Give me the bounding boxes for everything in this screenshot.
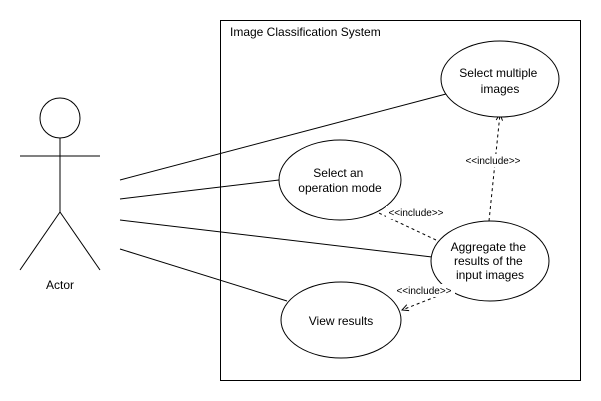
association-aggregate (119, 219, 433, 258)
use-case-select-multiple-label: Select multiple images (459, 66, 540, 96)
actor-left-leg (19, 211, 61, 271)
actor-label: Actor (46, 278, 74, 292)
use-case-aggregate-label: Aggregate the results of the input image… (451, 240, 530, 282)
use-case-view-results-label: View results (309, 314, 373, 328)
include-label-bg-select-mode (386, 206, 446, 219)
use-case-view-results (280, 281, 402, 359)
include-label-bg-select-multiple (462, 154, 524, 167)
association-select-mode (119, 179, 280, 200)
include-label-bg-view-results (393, 284, 455, 297)
system-boundary (220, 20, 581, 381)
include-arrow-select-multiple (488, 114, 500, 222)
actor-figure (19, 97, 101, 271)
use-case-select-operation-mode (278, 139, 402, 221)
system-title: Image Classification System (230, 25, 381, 39)
use-case-aggregate-results (430, 220, 550, 302)
actor-right-leg (59, 211, 101, 271)
include-label-select-multiple: <<include>> (465, 156, 520, 167)
include-label-view-results: <<include>> (396, 286, 451, 297)
use-case-select-multiple-images (440, 40, 560, 118)
actor-head (39, 97, 81, 139)
association-view-results (119, 248, 288, 302)
include-label-select-mode: <<include>> (388, 208, 443, 219)
use-case-select-mode-label: Select an operation mode (298, 166, 382, 195)
association-select-multiple (119, 93, 447, 181)
